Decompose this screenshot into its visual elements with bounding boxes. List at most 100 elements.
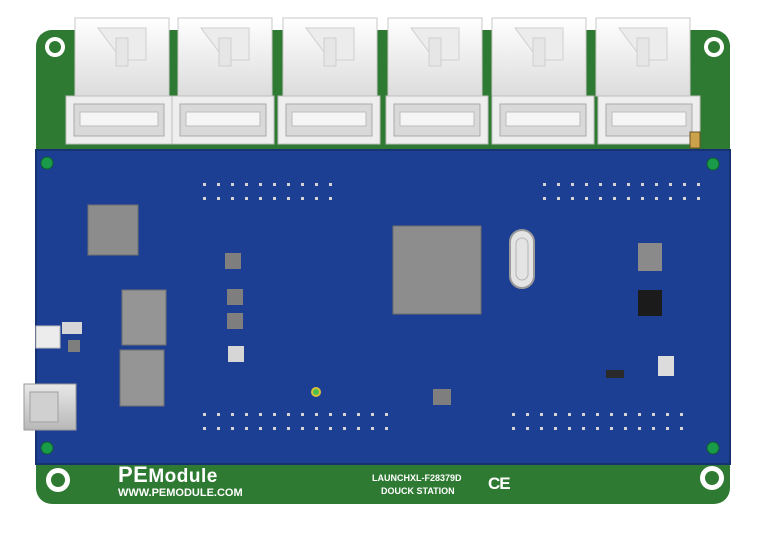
header-pin <box>627 183 630 186</box>
header-pin <box>301 427 304 430</box>
header-pin <box>641 197 644 200</box>
header-pin <box>287 413 290 416</box>
header-pin <box>540 427 543 430</box>
station-text: DOUCK STATION <box>381 486 455 496</box>
header-pin <box>666 427 669 430</box>
header-pin <box>273 183 276 186</box>
header-pin <box>231 427 234 430</box>
small-ic <box>225 253 241 269</box>
crystal <box>509 229 535 289</box>
header-pin <box>568 427 571 430</box>
model-text: LAUNCHXL-F28379D <box>372 473 462 483</box>
website-text: WWW.PEMODULE.COM <box>118 487 243 499</box>
header-pin <box>301 183 304 186</box>
small-ic <box>658 356 674 376</box>
header-pin <box>371 413 374 416</box>
small-ic <box>227 289 243 305</box>
header-pin <box>596 413 599 416</box>
header-pin <box>217 413 220 416</box>
header-pin <box>638 427 641 430</box>
connector-2 <box>171 17 275 145</box>
header-pin <box>683 197 686 200</box>
capacitor <box>689 131 701 149</box>
header-pin <box>652 427 655 430</box>
header-pin <box>683 183 686 186</box>
header-pin <box>273 427 276 430</box>
header-pin <box>259 183 262 186</box>
small-ic <box>228 346 244 362</box>
header-pin <box>680 427 683 430</box>
side-connector <box>35 325 61 349</box>
header-pin <box>512 413 515 416</box>
header-pin <box>371 427 374 430</box>
connector-3 <box>277 17 381 145</box>
header-pin <box>259 413 262 416</box>
header-pin <box>203 197 206 200</box>
small-ic <box>227 313 243 329</box>
header-pin <box>287 197 290 200</box>
header-pin <box>287 427 290 430</box>
header-pin <box>231 183 234 186</box>
header-pin <box>624 427 627 430</box>
header-pin <box>385 427 388 430</box>
header-pin <box>571 183 574 186</box>
ic-square-left <box>87 204 139 256</box>
header-pin <box>217 427 220 430</box>
small-ic <box>433 389 451 405</box>
header-pin <box>343 427 346 430</box>
header-pin <box>624 413 627 416</box>
header-pin <box>343 413 346 416</box>
soic8-chip <box>638 290 662 316</box>
header-pin <box>301 413 304 416</box>
header-pin <box>571 197 574 200</box>
header-pin <box>610 413 613 416</box>
small-ic <box>62 322 82 334</box>
header-pin <box>231 413 234 416</box>
ce-mark: CE <box>488 474 511 493</box>
header-pin <box>641 183 644 186</box>
header-pin <box>669 183 672 186</box>
header-pin <box>329 183 332 186</box>
regulator-1 <box>121 289 167 346</box>
header-pin <box>582 413 585 416</box>
header-pin <box>329 427 332 430</box>
header-pin <box>273 197 276 200</box>
header-pin <box>557 183 560 186</box>
header-pin <box>582 427 585 430</box>
header-pin <box>245 197 248 200</box>
connector-5 <box>491 17 595 145</box>
header-pin <box>259 427 262 430</box>
header-pin <box>613 183 616 186</box>
header-pin <box>638 413 641 416</box>
header-pin <box>315 413 318 416</box>
connector-4 <box>385 17 489 145</box>
header-pin <box>357 413 360 416</box>
header-pin <box>585 197 588 200</box>
header-pin <box>697 197 700 200</box>
header-pin <box>655 197 658 200</box>
header-pin <box>526 413 529 416</box>
header-pin <box>543 197 546 200</box>
header-pin <box>554 413 557 416</box>
header-pin <box>315 183 318 186</box>
header-pin <box>526 427 529 430</box>
header-pin <box>596 427 599 430</box>
header-pin <box>231 197 234 200</box>
header-pin <box>301 197 304 200</box>
header-pin <box>585 183 588 186</box>
header-pin <box>287 183 290 186</box>
mount-hole <box>45 37 724 492</box>
header-pin <box>203 427 206 430</box>
header-pin <box>652 413 655 416</box>
header-pin <box>599 183 602 186</box>
regulator-2 <box>119 349 165 407</box>
header-pin <box>245 413 248 416</box>
header-pin <box>543 183 546 186</box>
plate-hole <box>40 156 720 455</box>
header-pin <box>203 183 206 186</box>
small-ic <box>68 340 80 352</box>
header-pin <box>697 183 700 186</box>
header-pin <box>540 413 543 416</box>
header-pin <box>627 197 630 200</box>
